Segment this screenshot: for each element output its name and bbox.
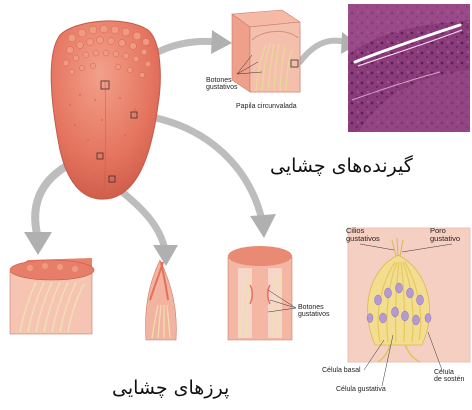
heading-receptors-persian: گیرنده‌های چشایی [270,157,413,177]
arrow-tongue-to-filiform [113,185,178,266]
label-celula-gustativa: Célula gustativa [336,386,386,393]
label-botones-gustativos-mid: Botones gustativos [298,304,348,319]
label-cilios-gustativos: Cilios gustativos [346,227,396,243]
arrow-tongue-to-circumvallate-section [140,115,276,238]
taste-bud-detail [348,228,470,386]
label-poro-gustativo: Poro gustativo [430,227,472,243]
histology-micrograph [348,4,470,132]
label-papila-circunvalada: Papila circunvalada [236,103,297,110]
tongue-illustration [51,21,160,199]
label-celula-de-sosten: Célula de sostén [434,369,472,384]
fungiform-papilla-block [10,258,94,334]
label-celula-basal: Célula basal [322,367,361,374]
circumvallate-section-block [228,246,296,340]
label-botones-gustativos-top: Botones gustativos [206,77,254,92]
heading-taste-buds-persian: پرزهای چشایی [112,379,229,399]
filiform-papilla [146,260,177,340]
